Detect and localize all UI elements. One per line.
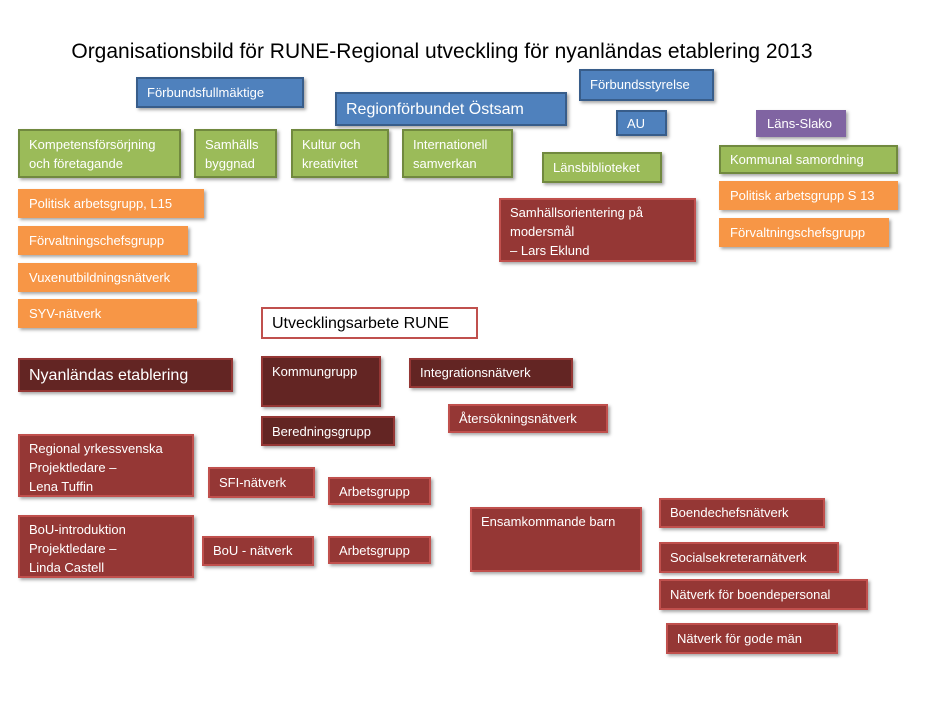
node-kultur: Kultur och kreativitet (291, 129, 389, 178)
node-samhallsbyggnad: Samhälls byggnad (194, 129, 277, 178)
node-kommunal-samordning: Kommunal samordning (719, 145, 898, 174)
node-forvaltningschefsgrupp-left: Förvaltningschefsgrupp (18, 226, 188, 255)
node-integrationsnatverk: Integrationsnätverk (409, 358, 573, 388)
node-kompetensforsorjning: Kompetensförsörjning och företagande (18, 129, 181, 178)
node-lans-slako: Läns-Slako (756, 110, 846, 137)
node-arbetsgrupp-2: Arbetsgrupp (328, 536, 431, 564)
node-regional-yrkessvenska: Regional yrkessvenska Projektledare – Le… (18, 434, 194, 497)
node-vuxenutbildning: Vuxenutbildningsnätverk (18, 263, 197, 292)
node-boendechefsnatverk: Boendechefsnätverk (659, 498, 825, 528)
node-beredningsgrupp: Beredningsgrupp (261, 416, 395, 446)
node-atersokningsnatverk: Återsökningsnätverk (448, 404, 608, 433)
node-regionforbundet: Regionförbundet Östsam (335, 92, 567, 126)
node-forvaltningschefsgrupp-right: Förvaltningschefsgrupp (719, 218, 889, 247)
node-politisk-s13: Politisk arbetsgrupp S 13 (719, 181, 898, 210)
node-bou-natverk: BoU - nätverk (202, 536, 314, 566)
node-forbundsstyrelse: Förbundsstyrelse (579, 69, 714, 101)
node-internationell: Internationell samverkan (402, 129, 513, 178)
node-utvecklingsarbete-rune: Utvecklingsarbete RUNE (261, 307, 478, 339)
node-boendepersonal: Nätverk för boendepersonal (659, 579, 868, 610)
node-syv: SYV-nätverk (18, 299, 197, 328)
node-samhallsorientering: Samhällsorientering på modersmål – Lars … (499, 198, 696, 262)
node-nyanlandas-etablering: Nyanländas etablering (18, 358, 233, 392)
node-arbetsgrupp-1: Arbetsgrupp (328, 477, 431, 505)
node-au: AU (616, 110, 667, 136)
node-gode-man: Nätverk för gode män (666, 623, 838, 654)
node-sfi-natverk: SFI-nätverk (208, 467, 315, 498)
node-bou-introduktion: BoU-introduktion Projektledare – Linda C… (18, 515, 194, 578)
node-politisk-l15: Politisk arbetsgrupp, L15 (18, 189, 204, 218)
node-lansbiblioteket: Länsbiblioteket (542, 152, 662, 183)
node-ensamkommande-barn: Ensamkommande barn (470, 507, 642, 572)
diagram-title: Organisationsbild för RUNE-Regional utve… (71, 40, 813, 63)
node-socialsekreterarnatverk: Socialsekreterarnätverk (659, 542, 839, 573)
node-kommungrupp: Kommungrupp (261, 356, 381, 407)
node-forbundsfullmaktige: Förbundsfullmäktige (136, 77, 304, 108)
